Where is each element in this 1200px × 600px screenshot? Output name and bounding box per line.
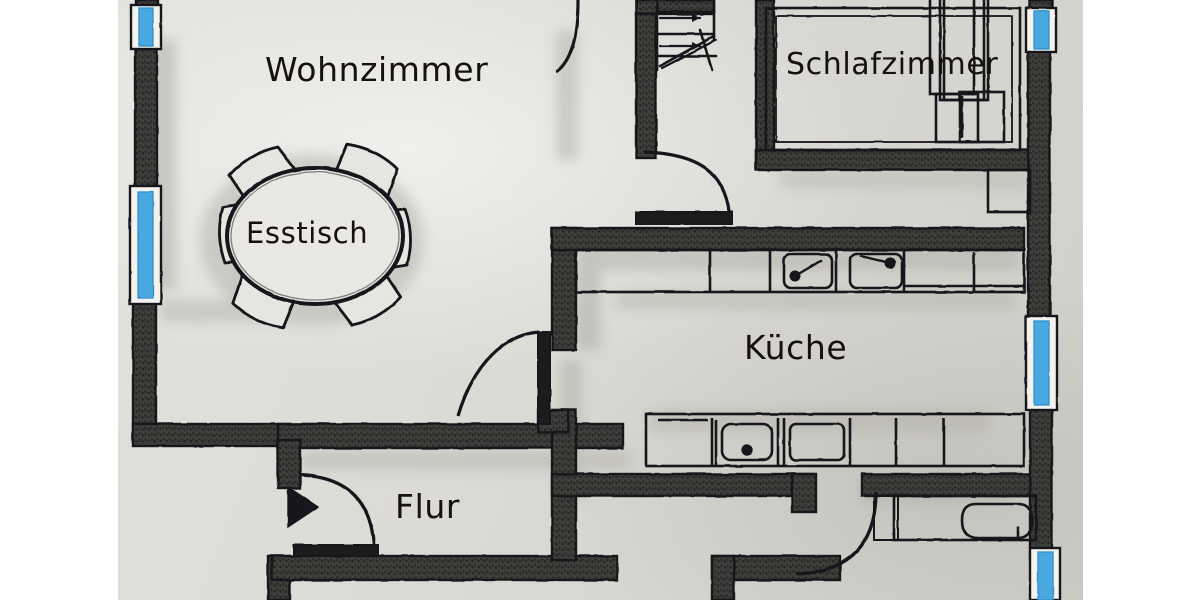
bedroom-furniture bbox=[764, 0, 1032, 214]
room-label-flur: Flur bbox=[395, 487, 461, 526]
toilet bbox=[960, 502, 1034, 540]
door-flur-west bbox=[287, 473, 379, 557]
room-label-kueche: Küche bbox=[744, 328, 848, 367]
window-left-mid bbox=[128, 184, 163, 306]
windows bbox=[128, 3, 1062, 600]
furniture-label-esstisch: Esstisch bbox=[246, 216, 369, 250]
room-label-wohnzimmer: Wohnzimmer bbox=[265, 50, 489, 89]
dining-table-inner bbox=[230, 171, 400, 301]
dining-set bbox=[218, 142, 412, 330]
nightstand bbox=[986, 168, 1032, 214]
door-kitchen-north bbox=[635, 150, 733, 225]
window-right-top bbox=[1024, 6, 1058, 54]
kitchen-counter-upper bbox=[574, 248, 1026, 294]
bedroom-rug-outline bbox=[764, 6, 1022, 152]
window-right-bottom bbox=[1028, 546, 1062, 600]
window-left-top bbox=[129, 3, 163, 51]
wall-flur-south bbox=[266, 554, 842, 600]
appliance-lower-right bbox=[788, 422, 846, 462]
bedroom-rug-inner bbox=[775, 15, 1013, 143]
wall-kueche-north bbox=[550, 226, 1026, 252]
door-stair-landing bbox=[555, 0, 580, 74]
bathroom-fixtures bbox=[873, 494, 1038, 542]
stair-direction-arrow bbox=[658, 14, 702, 50]
bathroom-counter-stub bbox=[873, 495, 899, 541]
bed-lower bbox=[934, 90, 1006, 144]
sink-upper-left bbox=[782, 252, 834, 290]
kitchen-counter-lower bbox=[644, 412, 1026, 468]
door-direction-marker bbox=[287, 485, 320, 529]
wall-stair-shaft bbox=[634, 0, 716, 160]
left-margin bbox=[0, 0, 118, 600]
sink-upper-right bbox=[848, 252, 904, 290]
door-kitchen-west bbox=[456, 330, 551, 425]
bathtub bbox=[892, 494, 1038, 542]
dining-table bbox=[225, 166, 405, 306]
staircase bbox=[655, 0, 718, 72]
right-margin bbox=[1083, 0, 1200, 600]
wall-kueche-south bbox=[550, 472, 1032, 514]
appliance-lower-left bbox=[720, 422, 774, 462]
wall-exterior-right bbox=[1026, 0, 1054, 560]
window-right-mid bbox=[1024, 314, 1059, 412]
room-label-schlafzimmer: Schlafzimmer bbox=[786, 47, 999, 82]
